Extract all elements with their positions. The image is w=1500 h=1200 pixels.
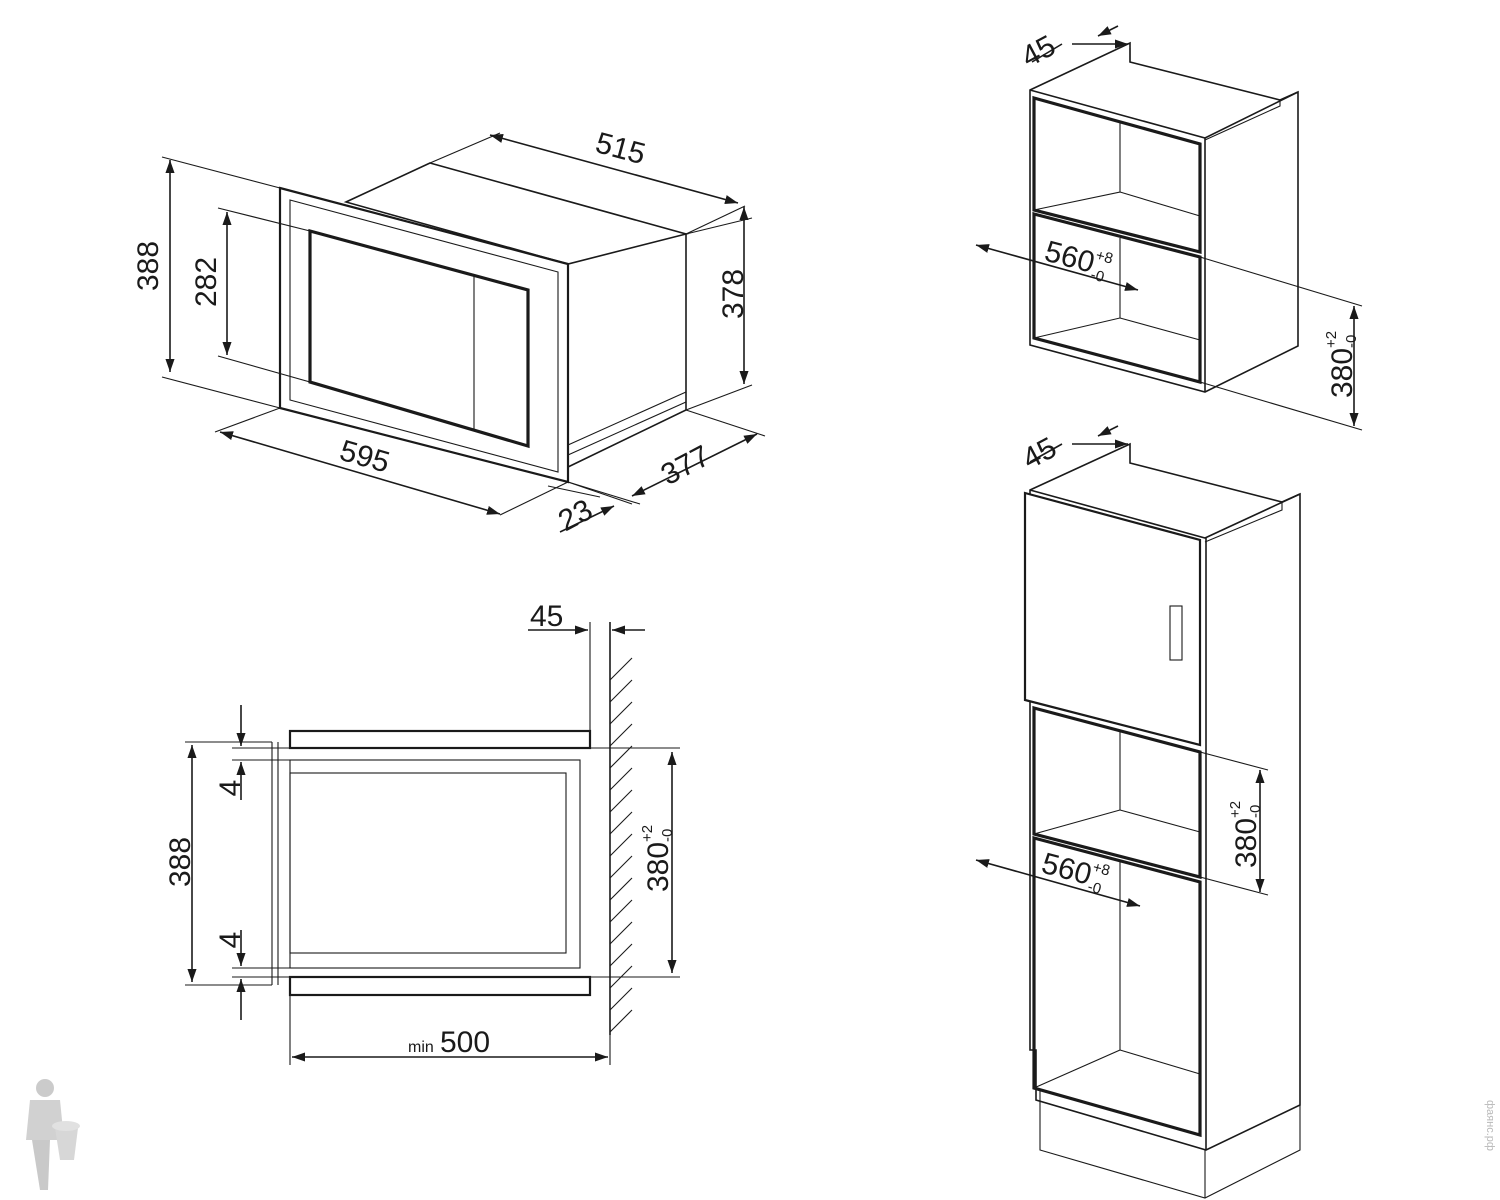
dimension-body-depth-377: 377 (567, 409, 766, 505)
label-380-wall: 380 (1326, 348, 1359, 398)
cabinet-wall-unit (1029, 41, 1299, 393)
dimension-niche-380-section: 380 +2 -0 (590, 747, 680, 978)
dimension-height-388: 388 (132, 156, 281, 409)
label-388-top: 388 (132, 241, 165, 291)
oven-isometric-view (278, 162, 690, 484)
label-45-section: 45 (530, 600, 563, 633)
label-595: 595 (336, 434, 393, 480)
label-560-tall-tol-lower: -0 (1086, 878, 1103, 898)
dimension-niche-width-560-wall: 560 +8 -0 (975, 235, 1139, 291)
label-4-bottom: 4 (214, 932, 247, 949)
dimension-height-388-section: 388 (164, 741, 272, 986)
dimension-niche-380-wall: 380 +2 -0 (1199, 256, 1363, 431)
side-section-view (271, 622, 633, 1035)
label-388-section: 388 (164, 837, 197, 887)
label-560-tall-tol-upper: +8 (1091, 859, 1112, 880)
label-380-section-tol-upper: +2 (639, 825, 656, 842)
label-380-wall-tol-upper: +2 (1323, 331, 1340, 348)
wall-hatching (609, 657, 633, 1033)
dimension-door-282: 282 (190, 207, 311, 383)
dimension-clearance-top-4: 4 (214, 705, 290, 800)
dimension-min-depth-500: min 500 (289, 995, 611, 1065)
label-377: 377 (656, 439, 716, 492)
label-45-wall: 45 (1016, 29, 1061, 74)
label-500: 500 (440, 1026, 490, 1059)
label-380-tall-tol-lower: -0 (1247, 805, 1264, 818)
label-380-tall-tol-upper: +2 (1227, 801, 1244, 818)
label-4-top: 4 (214, 780, 247, 797)
label-560-tall: 560 (1038, 847, 1095, 892)
label-380-wall-tol-lower: -0 (1343, 335, 1360, 348)
label-282: 282 (190, 257, 223, 307)
dimension-niche-380-tall: 380 +2 -0 (1199, 751, 1269, 896)
label-560-wall-tol-lower: -0 (1089, 266, 1106, 286)
label-380-section-tol-lower: -0 (659, 829, 676, 842)
label-560-wall-tol-upper: +8 (1094, 247, 1115, 268)
label-380-tall: 380 (1230, 818, 1263, 868)
dimension-body-378: 378 (685, 207, 753, 411)
label-378: 378 (717, 269, 750, 319)
label-380-section: 380 (642, 842, 675, 892)
dimension-gap-45-tall: 45 (1017, 425, 1128, 476)
dimension-gap-45-section: 45 (528, 600, 645, 635)
label-560-wall: 560 (1041, 235, 1098, 280)
dimension-depth-515: 515 (429, 126, 746, 235)
label-min: min (408, 1039, 434, 1056)
dimension-gap-45-wall: 45 (1016, 25, 1128, 74)
dimension-frame-23: 23 (547, 481, 633, 538)
watermark: фаянс.рф (1484, 1100, 1496, 1151)
dimension-clearance-bottom-4: 4 (214, 930, 290, 1020)
plumber-mascot-logo (26, 1079, 80, 1190)
label-45-tall: 45 (1017, 431, 1062, 476)
